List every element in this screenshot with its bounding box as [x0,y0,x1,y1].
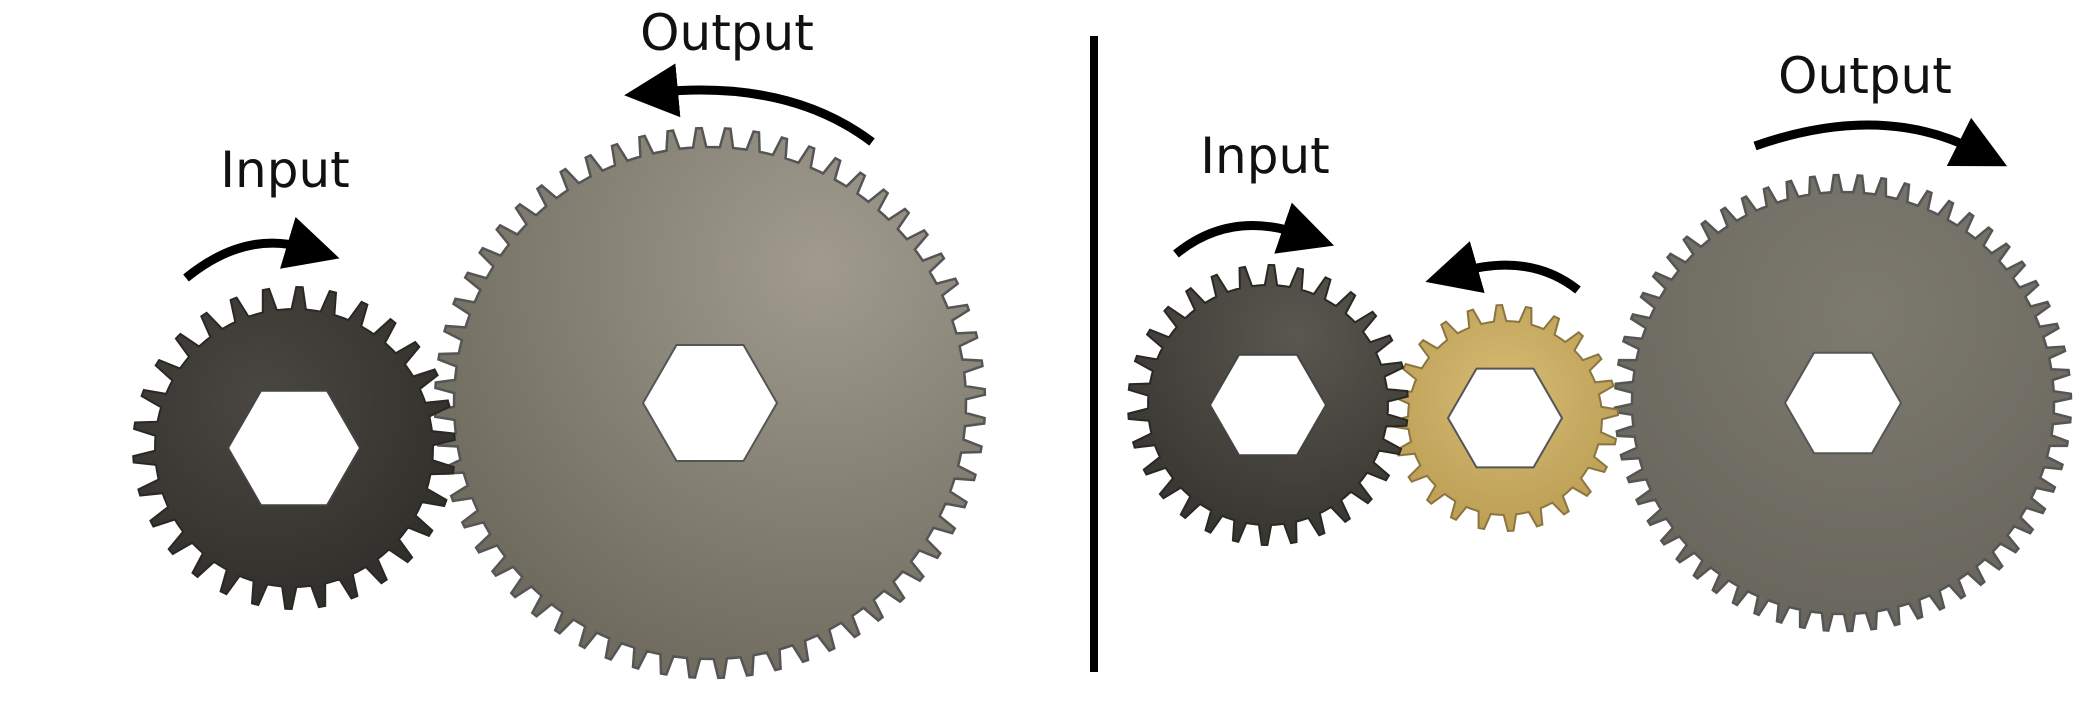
right-input-gear [1127,263,1409,547]
right-idler-gear [1390,303,1620,533]
right-input-rotation-arrow [1173,202,1335,258]
left-input-gear-hex-bore [226,389,362,507]
right-output-rotation-arrow [1753,117,2008,167]
right-input-gear-hex-bore [1208,353,1328,457]
left-output-gear-hex-bore [641,344,779,462]
right-panel: Input Output [1127,47,2073,633]
left-panel: Input Output [132,4,987,680]
left-input-rotation-arrow [183,216,340,282]
right-output-gear [1613,173,2073,633]
left-output-rotation-arrow [624,63,875,146]
right-idler-rotation-arrow [1425,241,1581,294]
panel-divider [1090,36,1098,672]
right-input-label: Input [1200,127,1329,185]
left-input-label: Input [220,141,349,199]
right-output-label: Output [1778,47,1952,105]
left-output-label: Output [640,4,814,62]
right-output-gear-hex-bore [1783,351,1903,455]
left-output-gear [433,126,987,680]
right-idler-gear-hex-bore [1446,367,1564,469]
left-input-gear [132,285,456,611]
